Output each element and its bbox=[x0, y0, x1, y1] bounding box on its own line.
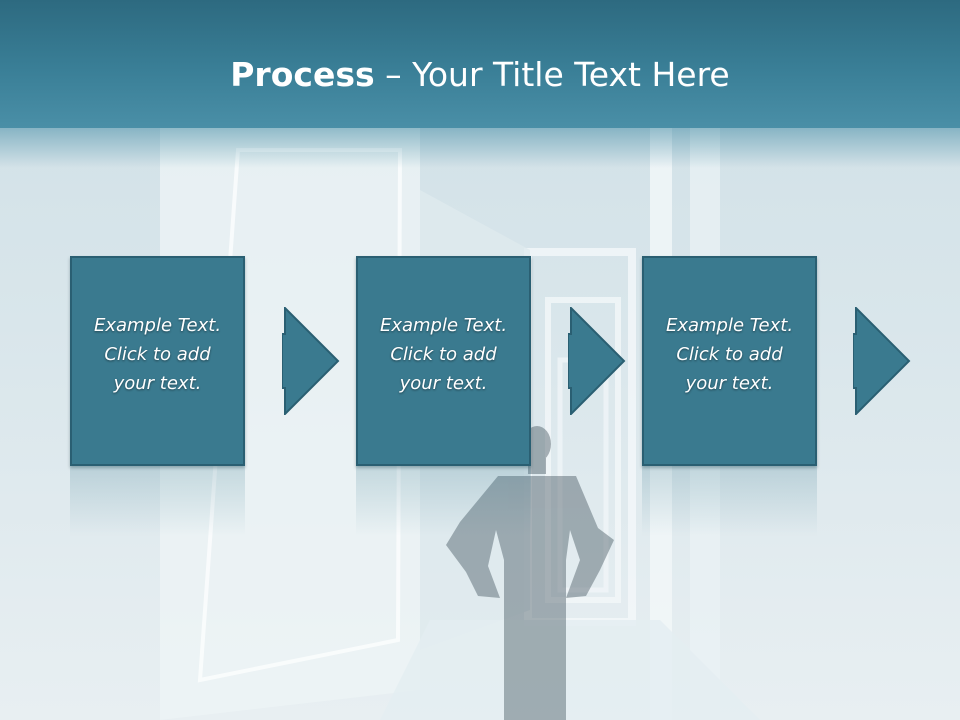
step-text-line-1: Example Text. bbox=[93, 315, 222, 336]
step-text-line-2: Click to add bbox=[676, 344, 783, 365]
step-text[interactable]: Example Text. Click to add your text. bbox=[642, 311, 817, 398]
step-reflection-2 bbox=[356, 466, 531, 536]
step-text-line-3: your text. bbox=[113, 373, 202, 394]
step-text-line-2: Click to add bbox=[104, 344, 211, 365]
step-arrow-1 bbox=[282, 307, 340, 415]
step-text-line-1: Example Text. bbox=[665, 315, 794, 336]
step-text[interactable]: Example Text. Click to add your text. bbox=[70, 311, 245, 398]
slide-title-rest: – Your Title Text Here bbox=[374, 55, 730, 94]
process-step-2[interactable]: Example Text. Click to add your text. bbox=[356, 256, 531, 466]
step-text-line-3: your text. bbox=[399, 373, 488, 394]
step-text-line-3: your text. bbox=[685, 373, 774, 394]
step-box bbox=[642, 256, 817, 466]
step-box bbox=[356, 256, 531, 466]
slide-title[interactable]: Process – Your Title Text Here bbox=[0, 50, 960, 100]
step-text[interactable]: Example Text. Click to add your text. bbox=[356, 311, 531, 398]
step-arrow-3 bbox=[853, 307, 911, 415]
slide-title-bold: Process bbox=[230, 55, 375, 94]
step-box bbox=[70, 256, 245, 466]
title-bar bbox=[0, 0, 960, 128]
step-arrow-2 bbox=[568, 307, 626, 415]
step-text-line-1: Example Text. bbox=[379, 315, 508, 336]
process-step-1[interactable]: Example Text. Click to add your text. bbox=[70, 256, 245, 466]
step-text-line-2: Click to add bbox=[390, 344, 497, 365]
process-step-3[interactable]: Example Text. Click to add your text. bbox=[642, 256, 817, 466]
step-reflection-1 bbox=[70, 466, 245, 536]
step-reflection-3 bbox=[642, 466, 817, 536]
title-bar-fade bbox=[0, 128, 960, 168]
